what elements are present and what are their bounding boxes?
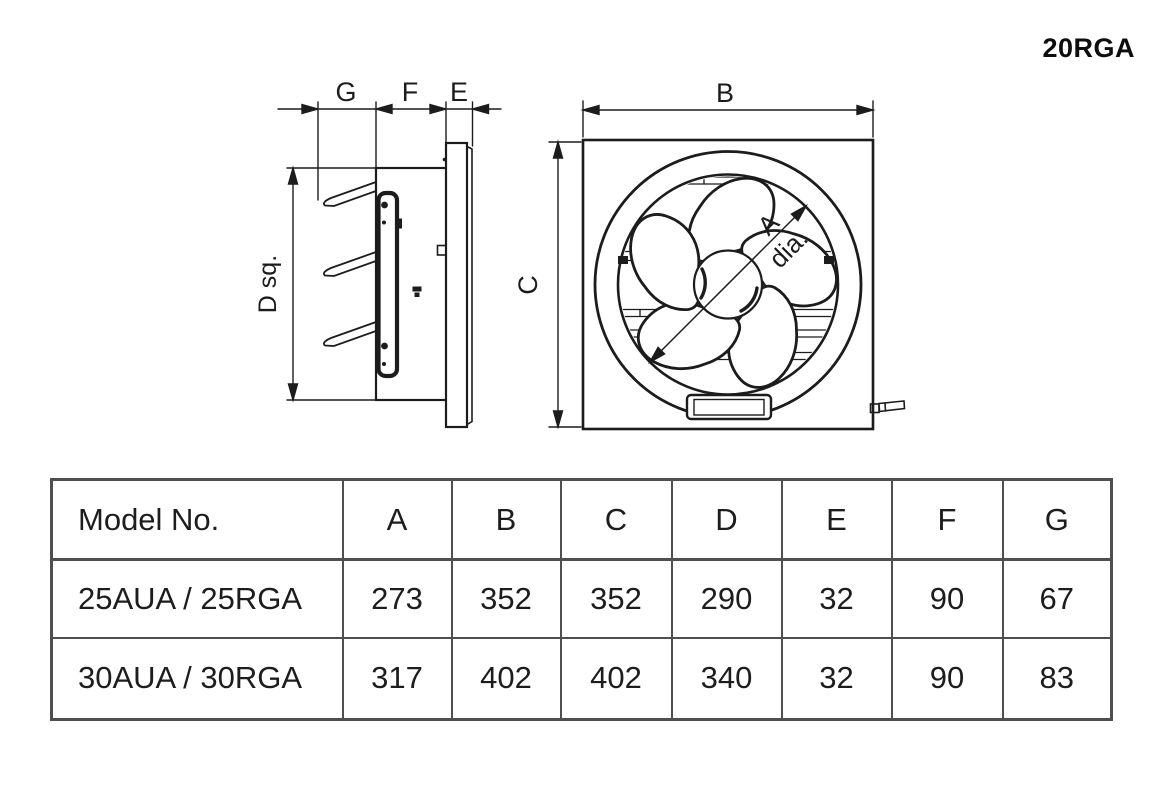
dim-label-f: F — [402, 77, 419, 107]
value-cell: 290 — [670, 558, 783, 639]
flange-edge — [442, 141, 473, 429]
table-row: 30AUA / 30RGA 317 402 402 340 32 90 83 — [50, 636, 1113, 721]
a-dimension — [648, 204, 808, 364]
value-cell: 402 — [450, 636, 562, 721]
mounting-bracket — [376, 190, 402, 379]
page-title: 20RGA — [1042, 33, 1135, 63]
side-view: G F E D sq. — [254, 77, 502, 429]
dim-label-e: E — [450, 77, 468, 107]
power-cord — [869, 400, 906, 414]
ring-tab-right — [824, 256, 834, 264]
value-cell: 32 — [780, 558, 893, 639]
value-cell: 32 — [780, 636, 893, 721]
dim-label-b: B — [716, 78, 734, 108]
dim-label-d: D sq. — [254, 255, 282, 313]
value-cell: 317 — [341, 636, 453, 721]
col-header-e: E — [780, 478, 893, 561]
front-panel — [581, 138, 875, 431]
front-view: A dia. B — [513, 78, 906, 431]
side-dimension-lines — [277, 101, 502, 201]
hub-clips — [699, 267, 759, 313]
value-cell: 90 — [890, 636, 1004, 721]
technical-drawing: G F E D sq. — [254, 77, 906, 431]
d-dimension — [286, 165, 377, 403]
col-header-f: F — [890, 478, 1004, 561]
col-header-b: B — [450, 478, 562, 561]
col-header-a: A — [341, 478, 453, 561]
col-header-d: D — [670, 478, 783, 561]
table-row: 25AUA / 25RGA 273 352 352 290 32 90 67 — [50, 558, 1113, 639]
value-cell: 273 — [341, 558, 453, 639]
bottom-latch — [685, 393, 773, 421]
screw-detail — [412, 286, 422, 297]
value-cell: 340 — [670, 636, 783, 721]
bracket-tab — [395, 218, 402, 229]
col-header-c: C — [559, 478, 673, 561]
value-cell: 352 — [450, 558, 562, 639]
table-header-row: Model No. A B C D E F G — [50, 478, 1113, 561]
value-cell: 83 — [1001, 636, 1113, 721]
ring-tab-left — [618, 256, 628, 264]
dim-label-g: G — [335, 77, 356, 107]
value-cell: 352 — [559, 558, 673, 639]
c-dimension — [548, 139, 582, 430]
fan-body-side — [374, 166, 449, 402]
value-cell: 402 — [559, 636, 673, 721]
col-header-g: G — [1001, 478, 1113, 561]
dim-label-c: C — [513, 275, 543, 295]
value-cell: 90 — [890, 558, 1004, 639]
col-header-model: Model No. — [50, 478, 344, 561]
value-cell: 67 — [1001, 558, 1113, 639]
shutter-louvers — [322, 180, 377, 347]
model-cell: 25AUA / 25RGA — [50, 558, 344, 639]
b-dimension — [580, 100, 876, 138]
dimension-table: Model No. A B C D E F G 25AUA / 25RGA 27… — [50, 478, 1113, 721]
model-cell: 30AUA / 30RGA — [50, 636, 344, 721]
